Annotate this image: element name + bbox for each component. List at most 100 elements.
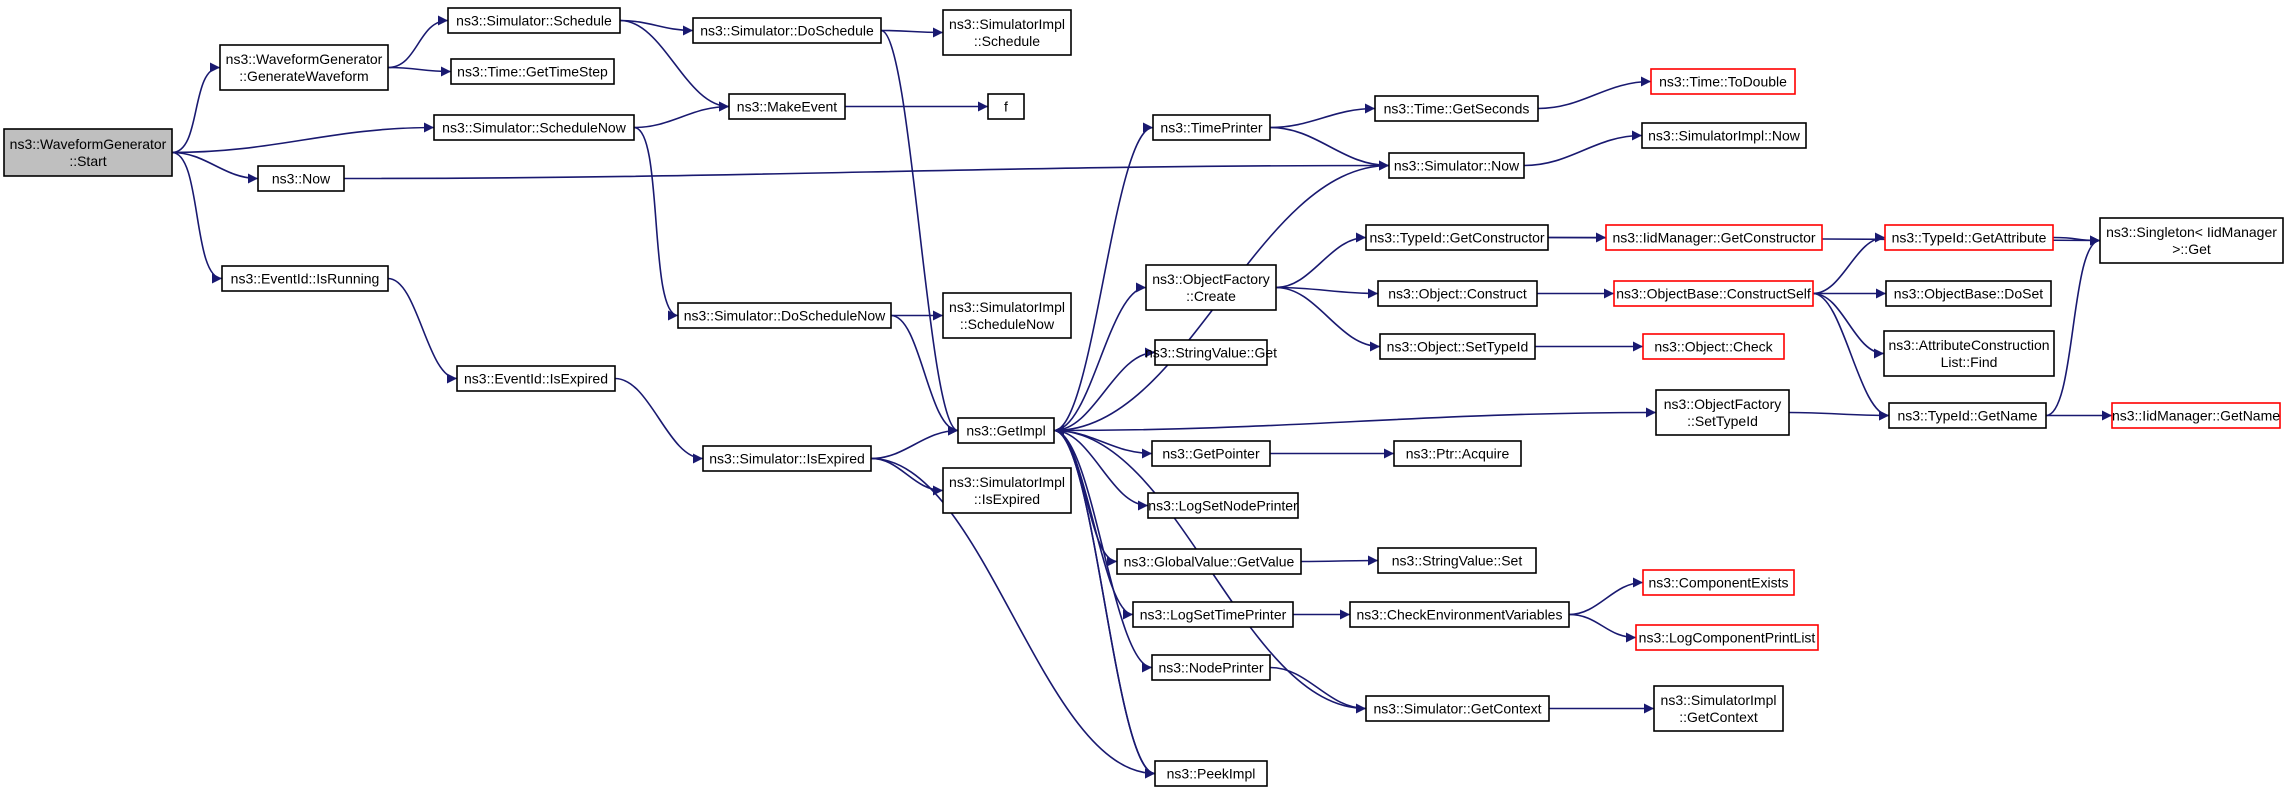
node-box [942, 467, 1072, 514]
node-ns3-stringvalue-set[interactable]: ns3::StringValue::Set [1377, 547, 1537, 574]
node-ns3-peekimpl[interactable]: ns3::PeekImpl [1154, 760, 1268, 787]
node-label: ::Schedule [974, 33, 1040, 49]
node-ns3-objectfactory-settypeid[interactable]: ns3::ObjectFactory::SetTypeId [1655, 389, 1790, 436]
node-ns3-time-gettimestep[interactable]: ns3::Time::GetTimeStep [450, 58, 615, 85]
node-label: ::GenerateWaveform [239, 68, 368, 84]
node-box [257, 165, 345, 192]
edge-getimpl-to-ofsettypeid [1053, 407, 1657, 432]
node-box [1151, 654, 1271, 681]
node-label: ns3::GlobalValue::GetValue [1124, 554, 1295, 570]
node-ns3-simulator-schedule[interactable]: ns3::Simulator::Schedule [447, 7, 621, 34]
edge-simexpired-to-getimpl [870, 425, 959, 460]
node-box [456, 365, 616, 392]
edge-evrunning-to-evexpired [387, 277, 458, 384]
node-label: ns3::TypeId::GetConstructor [1369, 230, 1544, 246]
node-ns3-simulator-doschedule[interactable]: ns3::Simulator::DoSchedule [692, 17, 882, 44]
node-ns3-getimpl[interactable]: ns3::GetImpl [957, 417, 1055, 444]
node-ns3-simulator-schedulenow[interactable]: ns3::Simulator::ScheduleNow [433, 114, 635, 141]
node-ns3-waveformgenerator-generatewaveform[interactable]: ns3::WaveformGenerator::GenerateWaveform [219, 44, 389, 91]
node-box [1377, 280, 1538, 307]
node-label: ns3::EventId::IsRunning [231, 271, 380, 287]
node-ns3-object-settypeid[interactable]: ns3::Object::SetTypeId [1379, 333, 1536, 360]
node-ns3-checkenvironmentvariables[interactable]: ns3::CheckEnvironmentVariables [1349, 601, 1570, 628]
node-ns3-globalvalue-getvalue[interactable]: ns3::GlobalValue::GetValue [1116, 548, 1302, 575]
node-label: ns3::ObjectBase::DoSet [1894, 286, 2044, 302]
node-ns3-object-check[interactable]: ns3::Object::Check [1642, 333, 1785, 360]
node-label: ns3::SimulatorImpl [949, 299, 1065, 315]
node-label: ns3::EventId::IsExpired [464, 371, 608, 387]
node-ns3-time-todouble[interactable]: ns3::Time::ToDouble [1650, 68, 1796, 95]
node-label: ns3::Time::ToDouble [1659, 74, 1787, 90]
node-ns3-logcomponentprintlist[interactable]: ns3::LogComponentPrintList [1635, 624, 1819, 651]
node-ns3-simulator-isexpired[interactable]: ns3::Simulator::IsExpired [702, 445, 872, 472]
edge-constructself-to-getattr [1812, 232, 1886, 295]
node-box [1147, 492, 1299, 519]
node-label: ::Start [69, 153, 106, 169]
node-ns3-logsettimeprinter[interactable]: ns3::LogSetTimePrinter [1132, 601, 1294, 628]
node-ns3-nodeprinter[interactable]: ns3::NodePrinter [1151, 654, 1271, 681]
node-ns3-makeevent[interactable]: ns3::MakeEvent [728, 93, 846, 120]
node-ns3-now[interactable]: ns3::Now [257, 165, 345, 192]
node-ns3-ptr-acquire[interactable]: ns3::Ptr::Acquire [1393, 440, 1522, 467]
node-ns3-singleton-iidmanager-get[interactable]: ns3::Singleton< IidManager>::Get [2099, 217, 2284, 264]
edge-constructself-to-acfind [1812, 292, 1885, 359]
edge-start-to-genwave [171, 62, 221, 154]
node-label: ::ScheduleNow [960, 316, 1055, 332]
node-ns3-simulatorimpl-schedulenow[interactable]: ns3::SimulatorImpl::ScheduleNow [942, 292, 1072, 339]
node-box [1379, 333, 1536, 360]
node-ns3-getpointer[interactable]: ns3::GetPointer [1151, 440, 1271, 467]
node-ns3-simulator-getcontext[interactable]: ns3::Simulator::GetContext [1365, 695, 1550, 722]
node-box [450, 58, 615, 85]
node-ns3-objectbase-doset[interactable]: ns3::ObjectBase::DoSet [1885, 280, 2052, 307]
node-label: ns3::WaveformGenerator [10, 136, 167, 152]
node-ns3-eventid-isrunning[interactable]: ns3::EventId::IsRunning [221, 265, 389, 292]
node-ns3-simulator-doschedulenow[interactable]: ns3::Simulator::DoScheduleNow [677, 302, 892, 329]
edge-getseconds-to-todouble [1537, 76, 1652, 110]
node-box [433, 114, 635, 141]
edge-doschedule-to-implsched [880, 27, 944, 38]
node-ns3-time-getseconds[interactable]: ns3::Time::GetSeconds [1374, 95, 1539, 122]
node-ns3-stringvalue-get[interactable]: ns3::StringValue::Get [1145, 339, 1277, 366]
node-ns3-typeid-getname[interactable]: ns3::TypeId::GetName [1888, 402, 2047, 429]
edge-checkenv-to-logcompprint [1568, 613, 1637, 643]
node-ns3-componentexists[interactable]: ns3::ComponentExists [1642, 569, 1795, 596]
node-label: ns3::ObjectFactory [1664, 396, 1782, 412]
node-box [1132, 601, 1294, 628]
node-ns3-simulatorimpl-schedule[interactable]: ns3::SimulatorImpl::Schedule [942, 9, 1072, 56]
node-label: ns3::Time::GetTimeStep [457, 64, 608, 80]
node-ns3-typeid-getconstructor[interactable]: ns3::TypeId::GetConstructor [1365, 224, 1549, 251]
node-ns3-simulatorimpl-isexpired[interactable]: ns3::SimulatorImpl::IsExpired [942, 467, 1072, 514]
node-ns3-iidmanager-getconstructor[interactable]: ns3::IidManager::GetConstructor [1605, 224, 1823, 251]
node-box [1151, 440, 1271, 467]
node-ns3-iidmanager-getname[interactable]: ns3::IidManager::GetName [2111, 402, 2281, 429]
node-ns3-objectfactory-create[interactable]: ns3::ObjectFactory::Create [1145, 264, 1277, 311]
node-label: ns3::Ptr::Acquire [1406, 446, 1510, 462]
edge-ofcreate-to-getctor [1275, 232, 1367, 289]
edge-constructself-to-getname [1812, 292, 1890, 421]
node-ns3-objectbase-constructself[interactable]: ns3::ObjectBase::ConstructSelf [1613, 280, 1814, 307]
node-ns3-simulatorimpl-now[interactable]: ns3::SimulatorImpl::Now [1641, 122, 1807, 149]
node-ns3-eventid-isexpired[interactable]: ns3::EventId::IsExpired [456, 365, 616, 392]
node-ns3-typeid-getattribute[interactable]: ns3::TypeId::GetAttribute [1884, 224, 2054, 251]
edge-gvgetvalue-to-strset [1300, 555, 1379, 566]
node-box [692, 17, 882, 44]
node-label: ns3::Singleton< IidManager [2106, 224, 2277, 240]
node-label: ns3::CheckEnvironmentVariables [1357, 607, 1563, 623]
edge-simexpired-to-implexpired [870, 457, 944, 496]
node-ns3-simulator-now[interactable]: ns3::Simulator::Now [1388, 152, 1525, 179]
node-ns3-waveformgenerator-start[interactable]: ns3::WaveformGenerator::Start [3, 128, 173, 177]
node-label: f [1004, 99, 1008, 115]
node-label: ns3::GetImpl [966, 423, 1045, 439]
function-nodes: ns3::WaveformGenerator::Startns3::Wavefo… [3, 7, 2284, 787]
node-box [1365, 224, 1549, 251]
node-ns3-logsetnodeprinter[interactable]: ns3::LogSetNodePrinter [1147, 492, 1299, 519]
node-box [1884, 224, 2054, 251]
node-ns3-object-construct[interactable]: ns3::Object::Construct [1377, 280, 1538, 307]
node-label: ns3::TypeId::GetAttribute [1892, 230, 2047, 246]
node-ns3-simulatorimpl-getcontext[interactable]: ns3::SimulatorImpl::GetContext [1653, 685, 1784, 732]
node-box [1393, 440, 1522, 467]
node-f[interactable]: f [987, 93, 1025, 120]
node-ns3-timeprinter[interactable]: ns3::TimePrinter [1152, 114, 1271, 141]
edge-simnow-to-implnow [1523, 130, 1643, 167]
